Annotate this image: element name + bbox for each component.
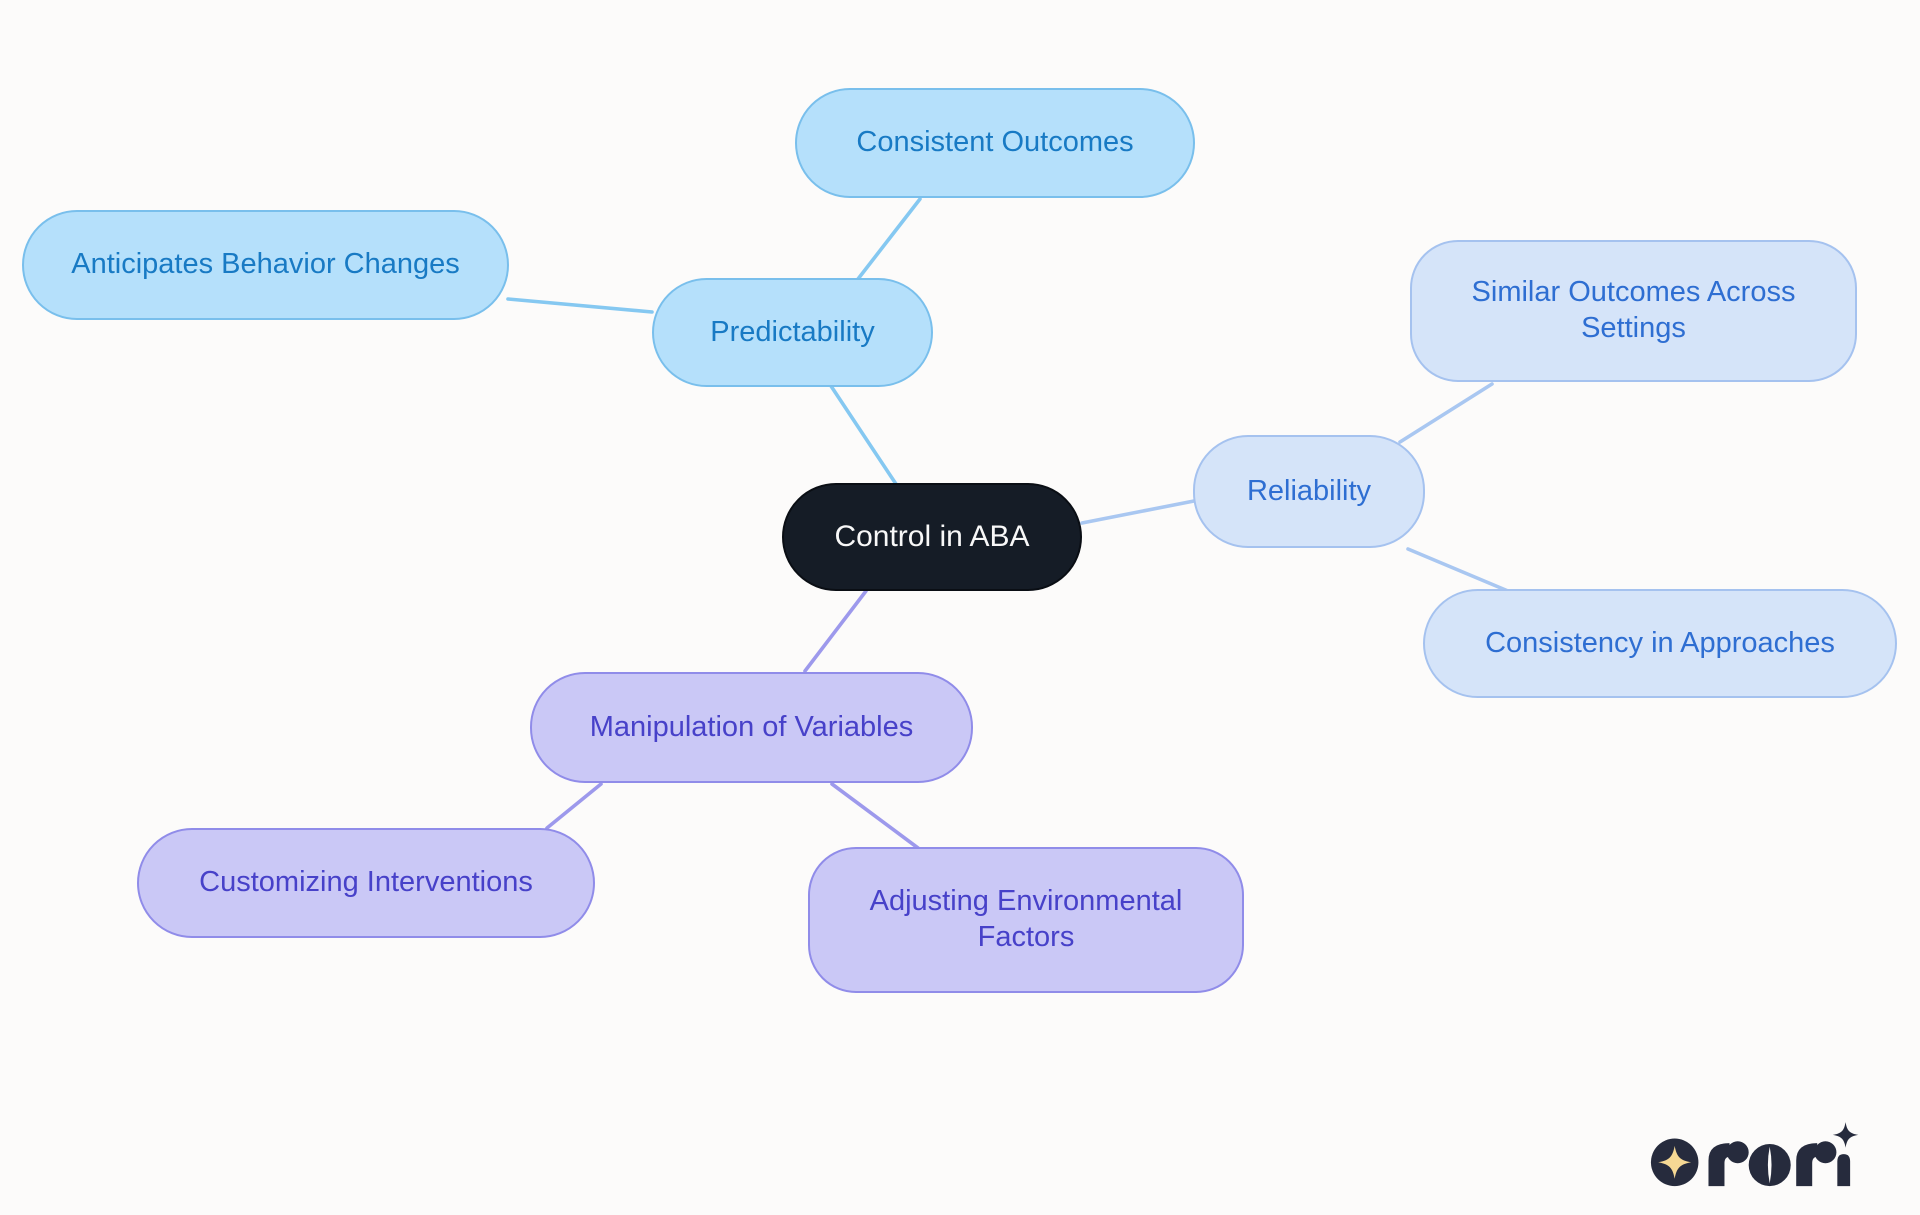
child-node-label: Similar Outcomes Across Settings [1471,276,1796,344]
branch-node-reliability[interactable]: Reliability [1193,435,1425,548]
child-node-label: Customizing Interventions [199,866,533,899]
sparkle-badge-icon [1650,1138,1699,1187]
edge-manipulation-customizing [545,782,603,830]
root-node-control-in-aba[interactable]: Control in ABA [782,483,1082,591]
child-node-label: Adjusting Environmental Factors [869,885,1183,953]
rori-logo-mark [1650,1122,1859,1187]
child-node-label: Consistent Outcomes [856,126,1134,159]
edge-predictability-consistent-outcomes [856,197,922,281]
root-node-label: Control in ABA [834,520,1030,554]
rori-letterforms [1708,1122,1859,1187]
edge-reliability-consistency [1406,547,1510,593]
branch-node-label: Reliability [1246,474,1372,507]
branch-node-label: Manipulation of Variables [589,710,914,743]
edge-manipulation-adjusting [830,782,920,850]
child-node-label: Consistency in Approaches [1485,626,1835,659]
child-node-label: Anticipates Behavior Changes [71,248,460,281]
edge-root-manipulation [803,589,868,673]
branch-node-label: Predictability [710,315,875,348]
child-node-customizing-interventions[interactable]: Customizing Interventions [137,828,595,938]
child-node-consistent-outcomes[interactable]: Consistent Outcomes [795,88,1195,198]
edge-root-reliability [1080,499,1196,525]
child-node-consistency-in-approaches[interactable]: Consistency in Approaches [1423,589,1897,698]
child-node-adjusting-environmental-factors[interactable]: Adjusting Environmental Factors [808,847,1244,993]
branch-node-predictability[interactable]: Predictability [652,278,933,387]
edge-reliability-similar-outcomes [1398,382,1494,444]
child-node-similar-outcomes-across-settings[interactable]: Similar Outcomes Across Settings [1410,240,1857,382]
edge-root-predictability [829,384,898,486]
edge-predictability-anticipates [506,297,654,314]
child-node-anticipates-behavior-changes[interactable]: Anticipates Behavior Changes [22,210,509,320]
rori-logo: rori [1650,1114,1862,1196]
branch-node-manipulation-of-variables[interactable]: Manipulation of Variables [530,672,973,783]
